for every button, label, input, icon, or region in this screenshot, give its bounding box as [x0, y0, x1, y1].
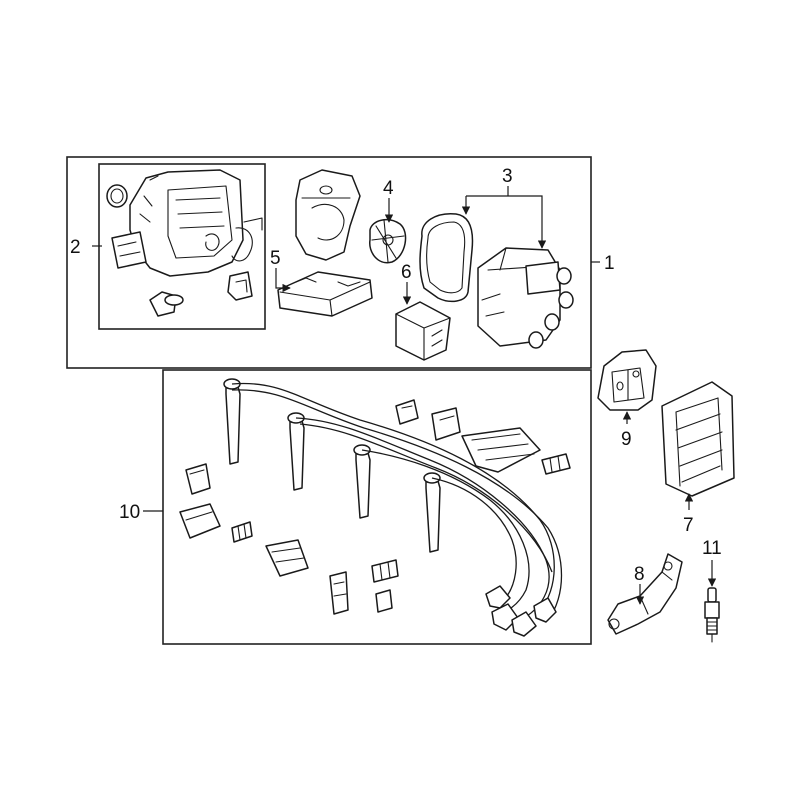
distributor-cap-part [477, 247, 574, 349]
callout-6: 6 [401, 262, 412, 283]
callout-1: 1 [604, 253, 615, 274]
callout-7: 7 [683, 515, 694, 536]
cap-gasket-part [419, 213, 474, 303]
leader-lines [92, 186, 717, 605]
rotor-part [369, 218, 407, 264]
distributor-cover-part [295, 169, 361, 261]
callout-9: 9 [621, 429, 632, 450]
callout-11: 11 [702, 538, 722, 559]
bracket-part [607, 553, 683, 635]
callout-5: 5 [270, 248, 281, 269]
igniter-module-part [395, 301, 451, 361]
callout-8: 8 [634, 564, 645, 585]
distributor-housing-part [106, 169, 263, 277]
callout-3: 3 [502, 166, 513, 187]
seal-cover-part [597, 349, 657, 411]
ignition-wire-set-part [179, 378, 571, 637]
callout-2: 2 [70, 237, 81, 258]
seal-and-clip-part [149, 271, 253, 317]
callout-4: 4 [383, 178, 394, 199]
ignition-wire-set-frame [162, 369, 592, 645]
spark-plug-part [704, 587, 720, 643]
ignition-coil-part [277, 271, 373, 317]
panel-part [661, 381, 735, 497]
callout-10: 10 [119, 502, 140, 523]
